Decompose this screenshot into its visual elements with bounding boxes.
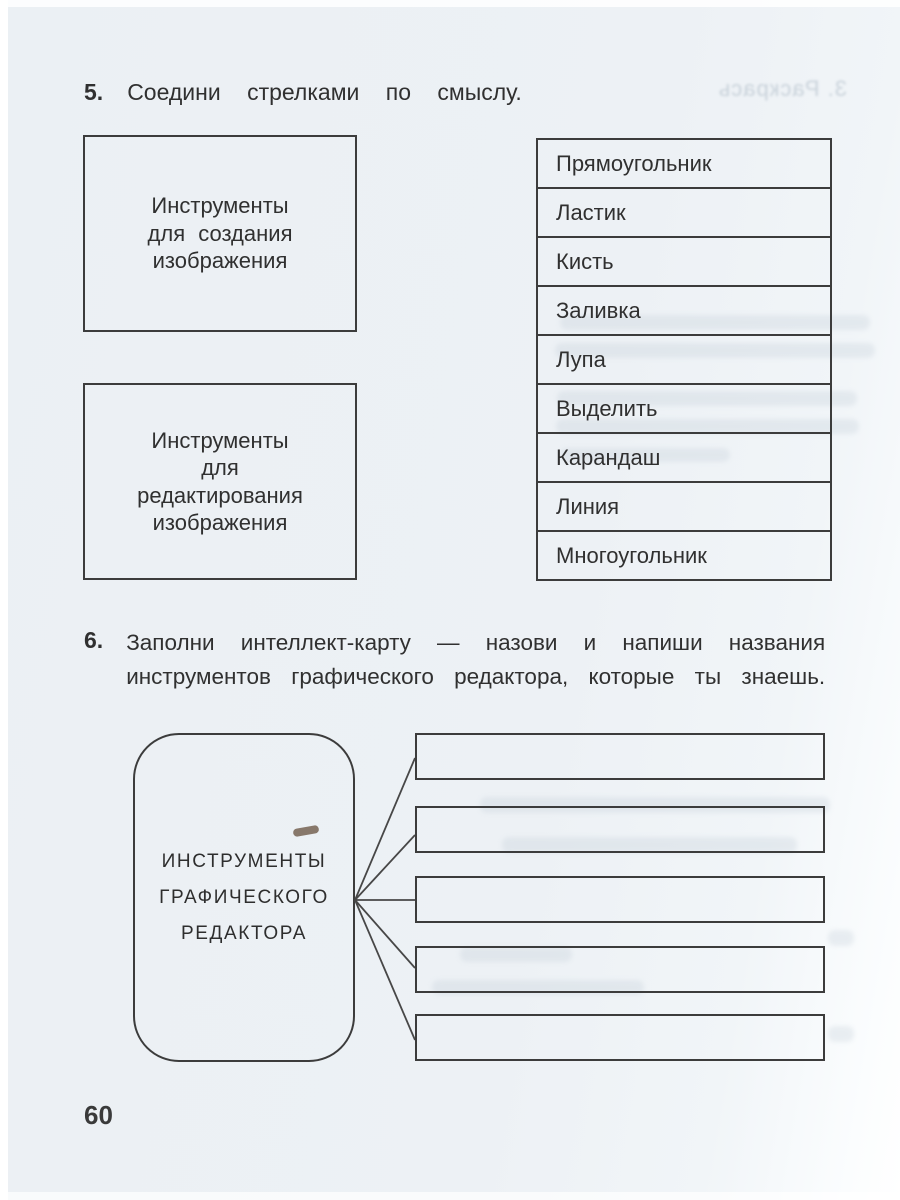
task5-number: 5. xyxy=(84,79,104,105)
tool-row-eraser: Ластик xyxy=(538,189,830,238)
task5-title: Соедини стрелками по смыслу. xyxy=(127,79,522,105)
bleed-through-artifact xyxy=(460,947,572,962)
creation-tools-box: Инструменты для создания изображения xyxy=(83,135,357,332)
task6-number: 6. xyxy=(84,627,104,653)
task5-header: 5. Соедини стрелками по смыслу. xyxy=(84,78,604,106)
tool-row-brush: Кисть xyxy=(538,238,830,287)
mindmap-center-line: ГРАФИЧЕСКОГО xyxy=(159,886,329,908)
creation-tools-line: для создания xyxy=(147,220,293,246)
task6-header: 6. Заполни интеллект-карту — назови и на… xyxy=(84,626,832,694)
task6-title-line2: инструментов графического редактора, кот… xyxy=(126,664,826,689)
task6-title-line1: Заполни интеллект-карту — назови и напиш… xyxy=(126,630,826,655)
mindmap-blank-box-4 xyxy=(415,946,825,993)
editing-tools-box: Инструменты для редактирования изображен… xyxy=(83,383,357,580)
tool-row-select: Выделить xyxy=(538,385,830,434)
mindmap-blank-box-5 xyxy=(415,1014,825,1061)
bleed-through-artifact xyxy=(560,448,730,462)
mindmap-center-node: ИНСТРУМЕНТЫ ГРАФИЧЕСКОГО РЕДАКТОРА xyxy=(133,733,355,1062)
scan-margin-bottom xyxy=(0,1192,900,1200)
scan-margin-left xyxy=(0,0,8,1200)
tools-list-table: Прямоугольник Ластик Кисть Заливка Лупа … xyxy=(536,138,832,581)
editing-tools-line: для xyxy=(201,455,239,480)
mindmap-center-line: ИНСТРУМЕНТЫ xyxy=(161,850,327,872)
mindmap-connector-lines xyxy=(354,757,416,1041)
tool-row-magnifier: Лупа xyxy=(538,336,830,385)
tool-row-line: Линия xyxy=(538,483,830,532)
task6-title: Заполни интеллект-карту — назови и напиш… xyxy=(126,626,825,694)
tool-row-rectangle: Прямоугольник xyxy=(538,140,830,189)
mindmap-blank-box-1 xyxy=(415,733,825,780)
tool-row-pencil: Карандаш xyxy=(538,434,830,483)
bleed-through-artifact xyxy=(828,1026,854,1042)
editing-tools-line: изображения xyxy=(152,510,288,535)
editing-tools-line: Инструменты xyxy=(151,427,289,453)
creation-tools-line: Инструменты xyxy=(151,193,289,219)
editing-tools-line: редактирования xyxy=(137,482,303,508)
mindmap-blank-box-2 xyxy=(415,806,825,853)
bleed-through-artifact xyxy=(560,315,870,330)
bleed-through-artifact xyxy=(555,343,875,358)
page-number: 60 xyxy=(84,1100,113,1130)
tool-row-polygon: Многоугольник xyxy=(556,542,707,568)
creation-tools-line: изображения xyxy=(152,248,288,274)
bleed-through-artifact xyxy=(557,391,857,406)
mindmap-blank-box-3 xyxy=(415,876,825,923)
tool-row-fill: Заливка xyxy=(538,287,830,336)
bleed-through-artifact xyxy=(502,837,797,853)
bleed-through-text: 3. Раскрась xyxy=(717,76,847,101)
scan-margin-top xyxy=(0,0,900,7)
bleed-through-artifact xyxy=(828,930,854,946)
bleed-through-artifact xyxy=(556,419,859,434)
mindmap-center-line: РЕДАКТОРА xyxy=(181,922,307,944)
bleed-through-artifact xyxy=(480,797,830,813)
